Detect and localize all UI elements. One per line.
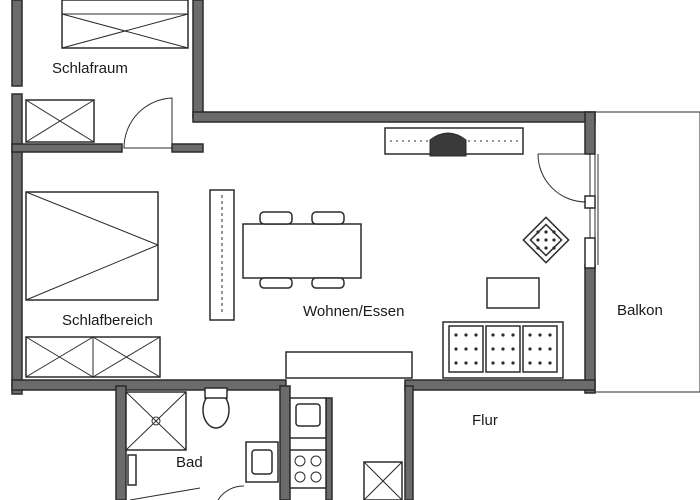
wall-schlafraum-right [192, 0, 204, 119]
cushion-dot [491, 347, 495, 351]
cushion-dot [511, 361, 515, 365]
armchair-dot [552, 246, 556, 250]
coffee-table-icon [486, 277, 540, 309]
chair-icon [259, 211, 293, 225]
door-swing-icon [123, 97, 173, 149]
bad-furniture [125, 387, 279, 500]
fireplace-icon [429, 132, 467, 157]
cushion-dot [464, 347, 468, 351]
cushion-dot [491, 333, 495, 337]
room-label-schlafbereich: Schlafbereich [62, 312, 153, 329]
room-label-flur: Flur [472, 412, 498, 429]
armchair-dot [552, 238, 556, 242]
cushion-dot [511, 333, 515, 337]
living-furniture [242, 127, 587, 379]
balcony-outline [594, 111, 700, 393]
cushion-dot [528, 347, 532, 351]
wall-flur-left [404, 385, 414, 500]
kitchen-furniture [285, 351, 413, 500]
room-label-balkon: Balkon [617, 302, 663, 319]
cushion-dot [454, 347, 458, 351]
cushion-dot [474, 347, 478, 351]
wall-schlafraum-bottom-right [171, 143, 204, 153]
cushion-dot [474, 333, 478, 337]
cushion-dot [491, 361, 495, 365]
door-swing-icon [217, 485, 245, 500]
cushion-dot [501, 361, 505, 365]
armchair-dot [544, 238, 548, 242]
kitchen-counter-icon [285, 351, 413, 379]
wall-bad-right [279, 385, 291, 500]
cushion-dot [548, 347, 552, 351]
armchair-dot [536, 238, 540, 242]
room-label-wohnen-essen: Wohnen/Essen [303, 303, 405, 320]
schlafbereich-furniture [25, 189, 235, 378]
cushion-dot [464, 361, 468, 365]
armchair-dot [552, 230, 556, 234]
towel-rail-icon [127, 454, 137, 486]
cushion-dot [501, 347, 505, 351]
chair-icon [311, 277, 345, 289]
room-label-bad: Bad [176, 454, 203, 471]
stove-icon [289, 449, 327, 489]
chair-icon [311, 211, 345, 225]
cushion-dot [528, 333, 532, 337]
wall-bottom-right [404, 379, 596, 391]
door-post-icon [584, 237, 596, 269]
cushion-dot [538, 347, 542, 351]
wall-living-right-lower [584, 264, 596, 394]
armchair-dot [536, 230, 540, 234]
schlafraum-furniture [25, 0, 189, 149]
cushion-dot [464, 333, 468, 337]
bed-icon [61, 0, 189, 49]
wall-left-upper [11, 0, 23, 87]
armchair-dot [544, 230, 548, 234]
wall-kitchen-right [325, 397, 333, 500]
cushion-dot [454, 361, 458, 365]
cushion-dot [501, 333, 505, 337]
walls [11, 0, 700, 500]
bed-icon [25, 191, 159, 301]
chair-icon [259, 277, 293, 289]
cushion-dot [454, 333, 458, 337]
wall-left-lower [11, 93, 23, 395]
cushion-dot [474, 361, 478, 365]
armchair-dot [544, 246, 548, 250]
dining-table-icon [242, 223, 362, 279]
cushion-dot [538, 333, 542, 337]
door-post-icon [584, 195, 596, 209]
cushion-dot [548, 361, 552, 365]
wall-bottom-left [11, 379, 287, 391]
cushion-dot [538, 361, 542, 365]
armchair-dot [536, 246, 540, 250]
cushion-dot [528, 361, 532, 365]
wall-living-right-upper [584, 111, 596, 155]
door-swing-icon [537, 153, 587, 203]
wall-schlafraum-bottom-left [11, 143, 123, 153]
wall-living-top [192, 111, 596, 123]
wall-bad-left [115, 385, 127, 500]
cushion-dot [548, 333, 552, 337]
cushion-dot [511, 347, 515, 351]
room-label-schlafraum: Schlafraum [52, 60, 128, 77]
